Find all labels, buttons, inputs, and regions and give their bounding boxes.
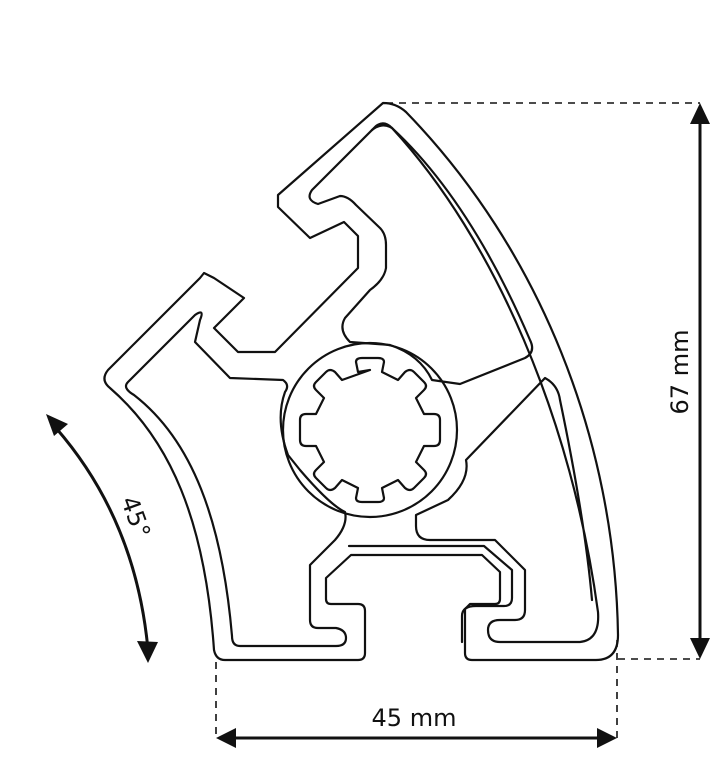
angle-arrow-bottom xyxy=(137,641,158,663)
profile-inner-shell xyxy=(370,124,600,644)
angle-dimension-arc xyxy=(54,427,150,651)
center-star-bore xyxy=(298,356,442,504)
height-dimension-label: 67 mm xyxy=(666,330,694,415)
height-arrow-top xyxy=(690,103,710,124)
center-core-ring xyxy=(281,341,459,519)
angle-arrow-top xyxy=(46,414,68,436)
width-arrow-left xyxy=(216,728,236,748)
height-arrow-bottom xyxy=(690,638,710,659)
profile-bottom-slot xyxy=(347,544,514,644)
width-dimension-label: 45 mm xyxy=(372,704,457,732)
profile-inner-left xyxy=(124,311,348,648)
profile-outer-outline xyxy=(103,101,620,662)
profile-inner-top xyxy=(308,122,534,386)
width-arrow-right xyxy=(597,728,617,748)
